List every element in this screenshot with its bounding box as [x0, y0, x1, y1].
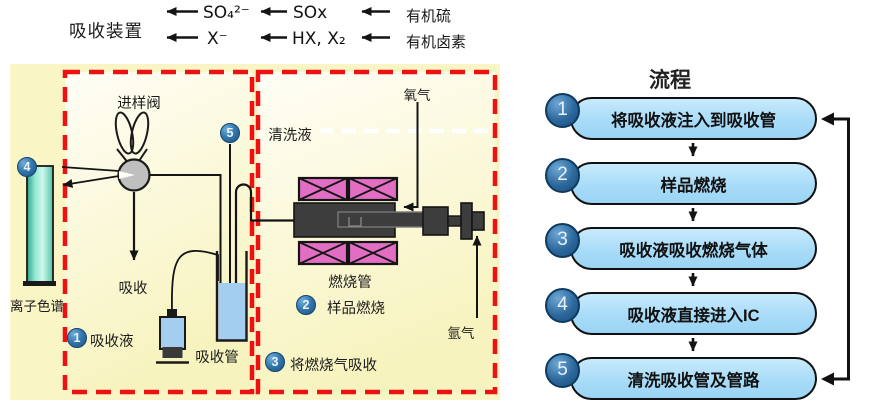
sulfate-formula: SO₄²⁻ — [203, 3, 250, 23]
flow-step-1-number: 1 — [545, 93, 580, 128]
organic-halogen-label: 有机卤素 — [406, 34, 467, 51]
flow-step-2-number: 2 — [545, 158, 580, 193]
ion-chromatography-label: 离子色谱 — [10, 299, 64, 314]
flowchart-title: 流程 — [649, 69, 691, 92]
header-arrows — [166, 7, 390, 42]
organic-sulfur-label: 有机硫 — [406, 8, 452, 25]
flow-step-4-pill: 吸收液直接进入IC — [570, 292, 817, 335]
flow-step-2-pill: 样品燃烧 — [570, 162, 817, 205]
absorb-label: 吸收 — [118, 281, 148, 297]
flow-step-3-pill: 吸收液吸收燃烧气体 — [570, 227, 817, 270]
sampling-valve-label: 进样阀 — [117, 96, 161, 112]
sox-formula: SOx — [293, 3, 328, 23]
badge-2-sample-combustion: 2 — [296, 295, 316, 315]
cleaning-liquid-label: 清洗液 — [268, 128, 312, 144]
syringe — [156, 250, 219, 364]
valve-feed-line — [150, 174, 222, 322]
oxygen-label: 氧气 — [403, 88, 431, 103]
gas-transfer-tube — [234, 183, 294, 316]
absorption-tube-label: 吸收管 — [195, 350, 239, 366]
sample-combustion-label: 样品燃烧 — [327, 301, 385, 317]
flow-step-3-number: 3 — [545, 223, 580, 258]
flowchart-feedback-loop — [821, 112, 850, 386]
flow-step-1-pill: 将吸收液注入到吸收管 — [570, 97, 817, 140]
absorb-combustion-gas-label: 将燃烧气吸收 — [290, 358, 377, 374]
flow-step-4-number: 4 — [545, 288, 580, 323]
badge-1-absorption-liquid: 1 — [67, 328, 87, 348]
furnace-heaters — [297, 176, 399, 266]
argon-label: 氩气 — [447, 326, 475, 341]
absorption-liquid-label: 吸收液 — [90, 334, 134, 350]
flow-step-5-number: 5 — [545, 353, 580, 388]
ic-column — [23, 165, 56, 286]
badge-3-absorb-gas: 3 — [265, 352, 285, 372]
flow-step-5-pill: 清洗吸收管及管路 — [570, 357, 817, 400]
halide-formula: X⁻ — [207, 29, 228, 49]
injection-valve — [114, 111, 151, 192]
combustion-tube-label: 燃烧管 — [328, 275, 372, 291]
badge-5-cleaning-line: 5 — [220, 123, 240, 143]
oxygen-inlet-arrow — [403, 102, 419, 212]
combustion-tube-assembly — [293, 202, 485, 240]
valve-to-ic-lines — [61, 166, 120, 188]
absorption-device-label: 吸收装置 — [69, 21, 143, 41]
badge-4-ic-inlet: 4 — [17, 157, 37, 177]
hx-formula: HX, X₂ — [292, 29, 346, 49]
absorption-tube — [215, 251, 248, 342]
